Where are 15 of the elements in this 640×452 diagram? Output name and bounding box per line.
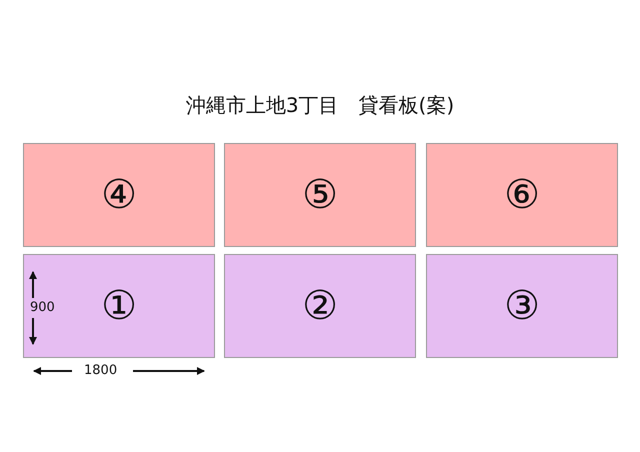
billboard-panel	[23, 143, 215, 247]
panel-number: ④	[101, 172, 137, 218]
billboard-panel	[426, 254, 618, 358]
billboard-panel	[426, 143, 618, 247]
panel-number: ②	[302, 283, 338, 329]
panel-number: ③	[504, 283, 540, 329]
panel-number: ①	[101, 283, 137, 329]
billboard-panel	[23, 254, 215, 358]
dimension-label: 1800	[84, 363, 118, 378]
billboard-panel	[224, 254, 416, 358]
title: 沖縄市上地3丁目 貸看板(案)	[184, 92, 456, 119]
dimension-label: 900	[30, 300, 55, 315]
panel-number: ⑤	[302, 172, 338, 218]
billboard-panel	[224, 143, 416, 247]
panel-number: ⑥	[504, 172, 540, 218]
